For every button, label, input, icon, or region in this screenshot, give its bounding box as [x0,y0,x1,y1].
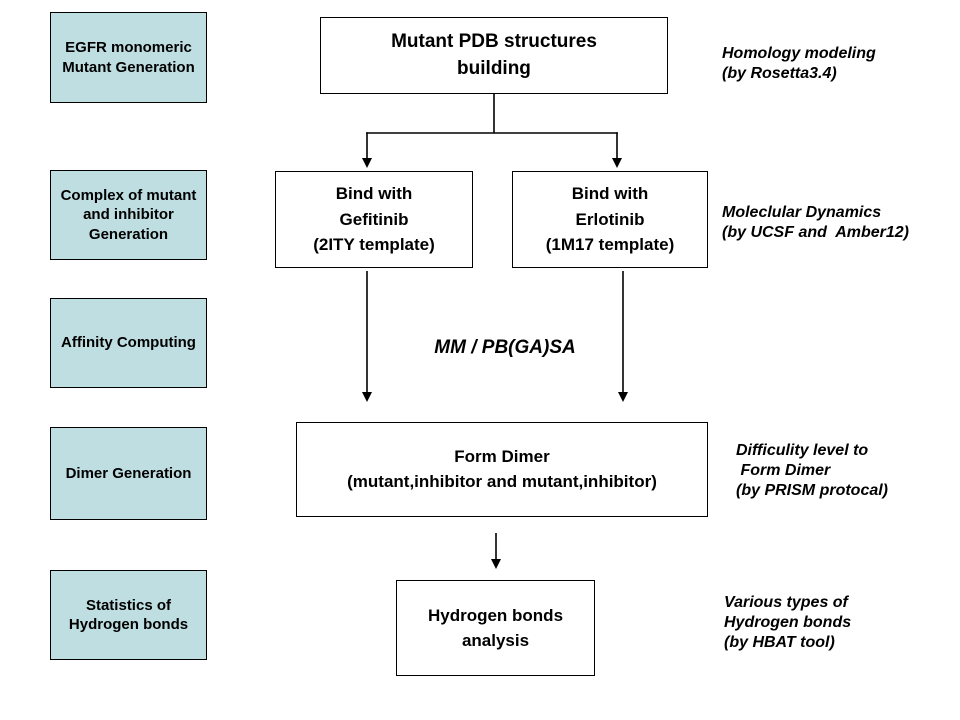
stage-label: EGFR monomeric Mutant Generation [62,39,195,76]
stage-label: Complex of mutant and inhibitor Generati… [60,186,197,243]
flow-node-form-dimer: Form Dimer (mutant,inhibitor and mutant,… [296,422,708,517]
flow-node-bind-erlotinib: Bind with Erlotinib (1M17 template) [512,171,708,268]
flow-node-label: Mutant PDB structures building [391,30,597,79]
annotation-molecular-dynamics: Moleclular Dynamics (by UCSF and Amber12… [722,204,909,241]
annotation-prism-protocol: Difficulity level to Form Dimer (by PRIS… [736,442,889,499]
flow-node-pdb-building: Mutant PDB structures building [320,17,668,94]
stage-box-hbond-statistics: Statistics of Hydrogen bonds [50,570,207,660]
stage-label: Affinity Computing [61,334,196,352]
stage-label: Statistics of Hydrogen bonds [68,596,189,634]
annotation-homology-modeling: Homology modeling (by Rosetta3.4) [722,45,876,82]
flow-node-label: Hydrogen bonds analysis [427,605,564,651]
stage-box-mutant-generation: EGFR monomeric Mutant Generation [50,12,207,103]
stage-box-affinity-computing: Affinity Computing [50,298,207,388]
stage-box-dimer-generation: Dimer Generation [50,427,207,520]
mm-pbsa-label: MM / PB(GA)SA [434,337,576,358]
flow-node-bind-gefitinib: Bind with Gefitinib (2ITY template) [275,171,473,268]
annotation-hbat-tool: Various types of Hydrogen bonds (by HBAT… [724,594,852,651]
stage-label: Dimer Generation [65,464,192,482]
stage-box-complex-generation: Complex of mutant and inhibitor Generati… [50,170,207,260]
flow-node-label: Bind with Gefitinib (2ITY template) [313,184,435,255]
flow-node-hbond-analysis: Hydrogen bonds analysis [396,580,595,676]
flow-node-label: Bind with Erlotinib (1M17 template) [545,184,675,255]
flow-node-label: Form Dimer (mutant,inhibitor and mutant,… [347,446,657,491]
